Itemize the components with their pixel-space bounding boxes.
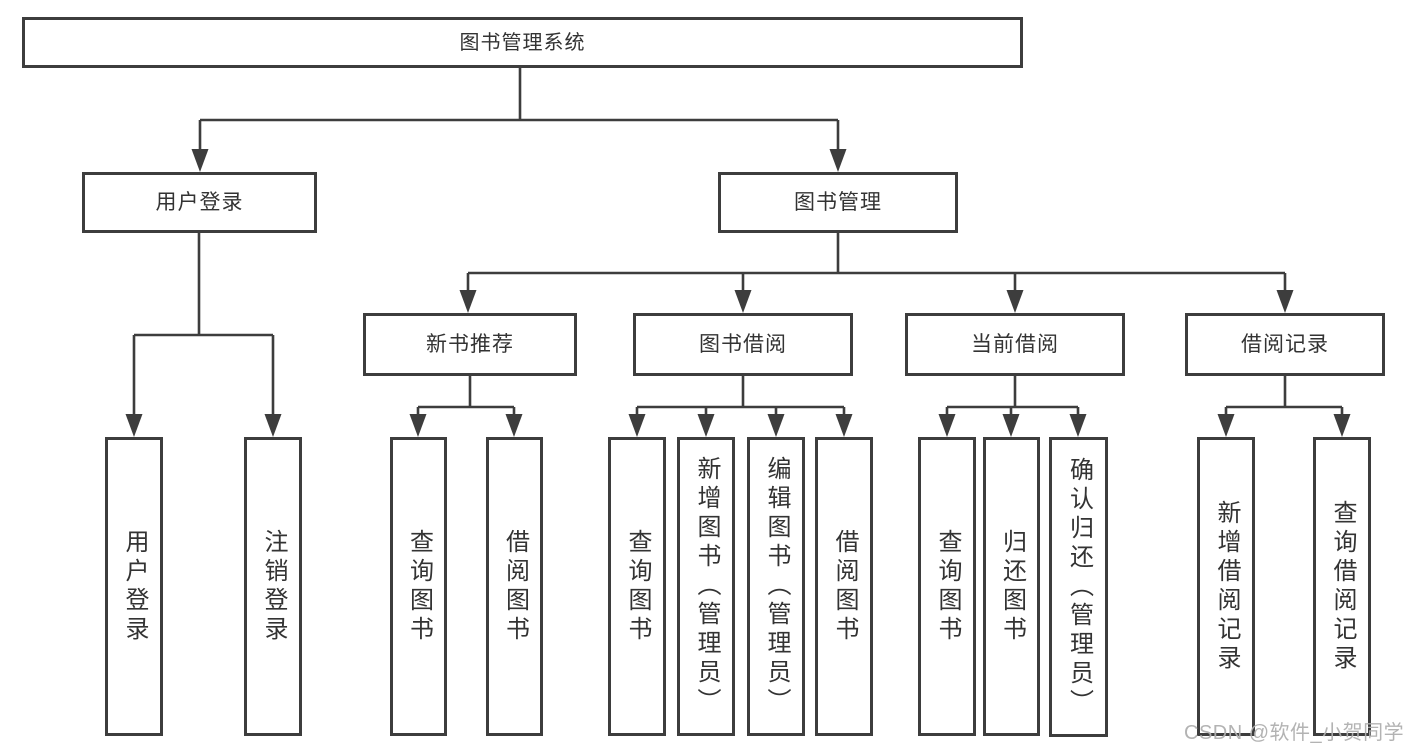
leaf-label: 查询图书	[405, 528, 433, 645]
leaf-label: 用户登录	[121, 528, 148, 645]
leaf-label: 借阅图书	[501, 528, 529, 645]
node-current-borrow: 当前借阅	[905, 313, 1125, 376]
leaf-current-query-books: 查询图书	[918, 437, 976, 736]
node-borrow-records: 借阅记录	[1185, 313, 1385, 376]
leaf-confirm-return-admin: 确认归还（管理员）	[1049, 437, 1108, 737]
leaf-label: 确认归还（管理员）	[1065, 456, 1093, 718]
leaf-label: 编辑图书（管理员）	[763, 456, 790, 717]
leaf-label: 新增图书（管理员）	[693, 456, 720, 717]
leaf-label: 借阅图书	[831, 528, 858, 645]
node-root: 图书管理系统	[22, 17, 1023, 68]
leaf-borrow-query-books: 查询图书	[608, 437, 666, 736]
leaf-label: 归还图书	[998, 528, 1026, 645]
leaf-borrow-books: 借阅图书	[815, 437, 873, 736]
node-new-book-recommend: 新书推荐	[363, 313, 577, 376]
leaf-recommend-borrow-books: 借阅图书	[486, 437, 543, 736]
leaf-label: 新增借阅记录	[1213, 499, 1240, 674]
node-user-login: 用户登录	[82, 172, 317, 233]
node-book-borrow: 图书借阅	[633, 313, 853, 376]
leaf-label: 查询图书	[934, 528, 961, 645]
leaf-logout: 注销登录	[244, 437, 302, 736]
arrowheads	[125, 149, 1351, 437]
node-book-management: 图书管理	[718, 172, 958, 233]
leaf-edit-books-admin: 编辑图书（管理员）	[747, 437, 805, 736]
leaf-add-books-admin: 新增图书（管理员）	[677, 437, 735, 736]
leaf-label: 查询图书	[624, 528, 651, 645]
leaf-label: 查询借阅记录	[1329, 499, 1356, 674]
leaf-user-login: 用户登录	[105, 437, 163, 736]
leaf-label: 注销登录	[260, 528, 287, 645]
leaf-query-borrow-record: 查询借阅记录	[1313, 437, 1371, 736]
leaf-return-books: 归还图书	[983, 437, 1040, 736]
leaf-recommend-query-books: 查询图书	[390, 437, 447, 736]
leaf-add-borrow-record: 新增借阅记录	[1197, 437, 1255, 736]
csdn-watermark: CSDN @软件_小贺同学	[1184, 722, 1405, 744]
